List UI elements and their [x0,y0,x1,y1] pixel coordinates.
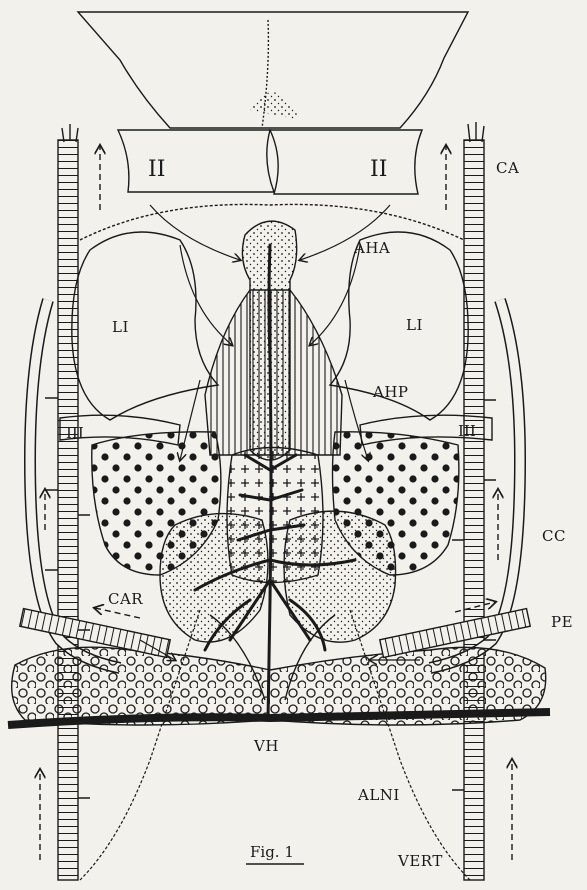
lower-left-stipple-lobe [160,514,268,642]
collar-right [270,130,422,194]
label-ahp: AHP [372,383,409,401]
label-cc: CC [542,527,566,545]
label-car: CAR [108,590,143,608]
roman-iii-right: III [458,422,476,440]
left-vessel [58,140,78,880]
label-li-right: LI [406,316,423,334]
label-vert: VERT [397,852,443,870]
roman-iii-left: III [66,424,84,442]
label-aha: AHA [353,239,390,257]
right-vessel [464,140,484,880]
label-li-left: LI [112,318,129,336]
collar-left [118,130,274,192]
head-stipple [250,92,300,120]
label-ca: CA [496,159,519,177]
label-vh: VH [253,737,279,755]
label-alni: ALNI [357,786,400,804]
roman-ii-left: II [148,157,165,182]
figure-caption: Fig. 1 [250,843,294,861]
left-li-lobe [72,232,218,420]
label-pe: PE [551,613,573,631]
striated-fan [205,290,342,455]
lower-right-stipple-lobe [284,511,396,642]
roman-ii-right: II [370,157,387,182]
